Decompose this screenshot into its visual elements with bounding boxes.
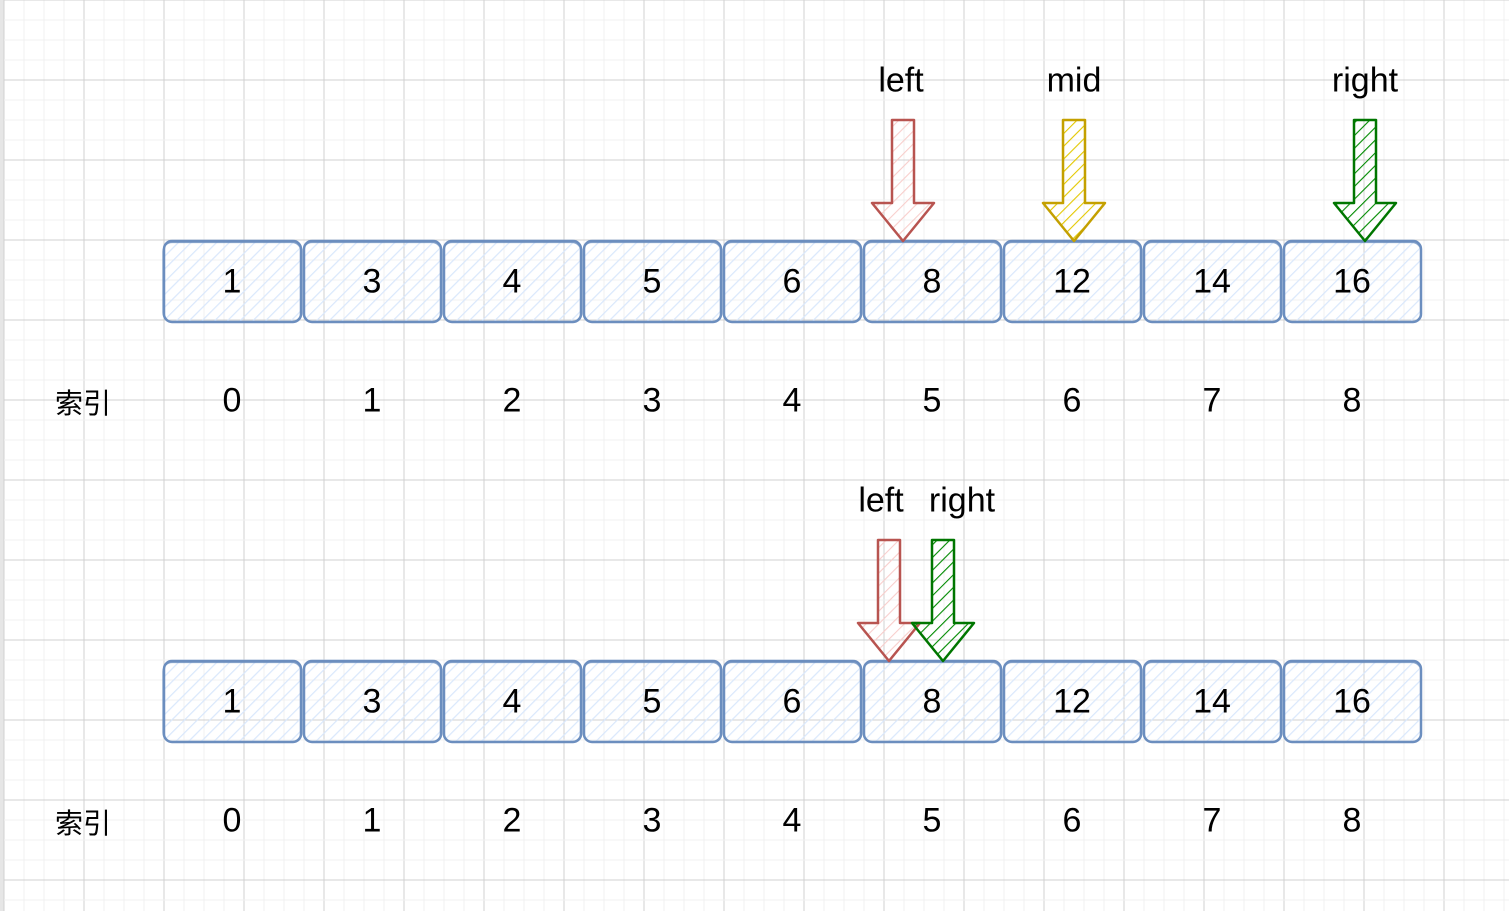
array-cell-sketch — [162, 241, 302, 323]
cell-value: 5 — [642, 262, 662, 301]
cell-value: 3 — [362, 262, 382, 301]
array-cell-sketch — [722, 661, 862, 743]
index-label: 4 — [782, 801, 802, 840]
array-cell-sketch — [1142, 241, 1282, 323]
pointer-arrow-right-icon — [910, 538, 976, 663]
cell-value: 12 — [1053, 262, 1091, 301]
index-row-label: 索引 — [54, 387, 112, 420]
index-label: 0 — [222, 381, 242, 420]
cell-value: 16 — [1333, 262, 1371, 301]
cell-value: 16 — [1333, 682, 1371, 721]
pointer-arrow-mid-icon — [1041, 118, 1107, 243]
cell-value: 8 — [922, 262, 942, 301]
cell-value: 6 — [782, 682, 802, 721]
array-cell-sketch — [862, 661, 1002, 743]
index-label: 5 — [922, 381, 942, 420]
pointer-arrow-left-icon — [856, 538, 922, 663]
array-cell-sketch — [302, 661, 442, 743]
array-cell-sketch — [1282, 241, 1422, 323]
pointer-label-right: right — [1331, 61, 1399, 100]
cell-value: 12 — [1053, 682, 1091, 721]
index-label: 3 — [642, 381, 662, 420]
index-label: 0 — [222, 801, 242, 840]
index-label: 2 — [502, 801, 522, 840]
array-cell-sketch — [722, 241, 862, 323]
index-label: 2 — [502, 381, 522, 420]
index-row-label: 索引 — [54, 807, 112, 840]
array-cell-sketch — [1002, 661, 1142, 743]
pointer-label-mid: mid — [1046, 61, 1102, 100]
cell-value: 1 — [222, 682, 242, 721]
cell-value: 3 — [362, 682, 382, 721]
cell-value: 8 — [922, 682, 942, 721]
array-cell-sketch — [1282, 661, 1422, 743]
index-label: 1 — [362, 801, 382, 840]
array-cell-sketch — [582, 661, 722, 743]
index-label: 3 — [642, 801, 662, 840]
array-cell-sketch — [442, 241, 582, 323]
pointer-label-right: right — [928, 481, 996, 520]
index-label: 6 — [1062, 381, 1082, 420]
index-label: 7 — [1202, 381, 1222, 420]
pointer-label-left: left — [878, 61, 924, 100]
cell-value: 1 — [222, 262, 242, 301]
array-cell-sketch — [1002, 241, 1142, 323]
index-label: 4 — [782, 381, 802, 420]
pointer-arrow-left-icon — [870, 118, 936, 243]
pointer-arrow-right-icon — [1332, 118, 1398, 243]
array-cell-sketch — [302, 241, 442, 323]
array-cell-sketch — [862, 241, 1002, 323]
index-label: 8 — [1342, 381, 1362, 420]
array-cell-sketch — [162, 661, 302, 743]
index-label: 5 — [922, 801, 942, 840]
left-edge — [0, 0, 4, 911]
index-label: 7 — [1202, 801, 1222, 840]
cell-value: 5 — [642, 682, 662, 721]
array-cell-sketch — [1142, 661, 1282, 743]
index-label: 6 — [1062, 801, 1082, 840]
index-label: 8 — [1342, 801, 1362, 840]
cell-value: 14 — [1193, 262, 1231, 301]
cell-value: 4 — [502, 682, 522, 721]
pointer-label-left: left — [858, 481, 904, 520]
cell-value: 14 — [1193, 682, 1231, 721]
cell-value: 4 — [502, 262, 522, 301]
array-cell-sketch — [442, 661, 582, 743]
array-cell-sketch — [582, 241, 722, 323]
cell-value: 6 — [782, 262, 802, 301]
index-label: 1 — [362, 381, 382, 420]
